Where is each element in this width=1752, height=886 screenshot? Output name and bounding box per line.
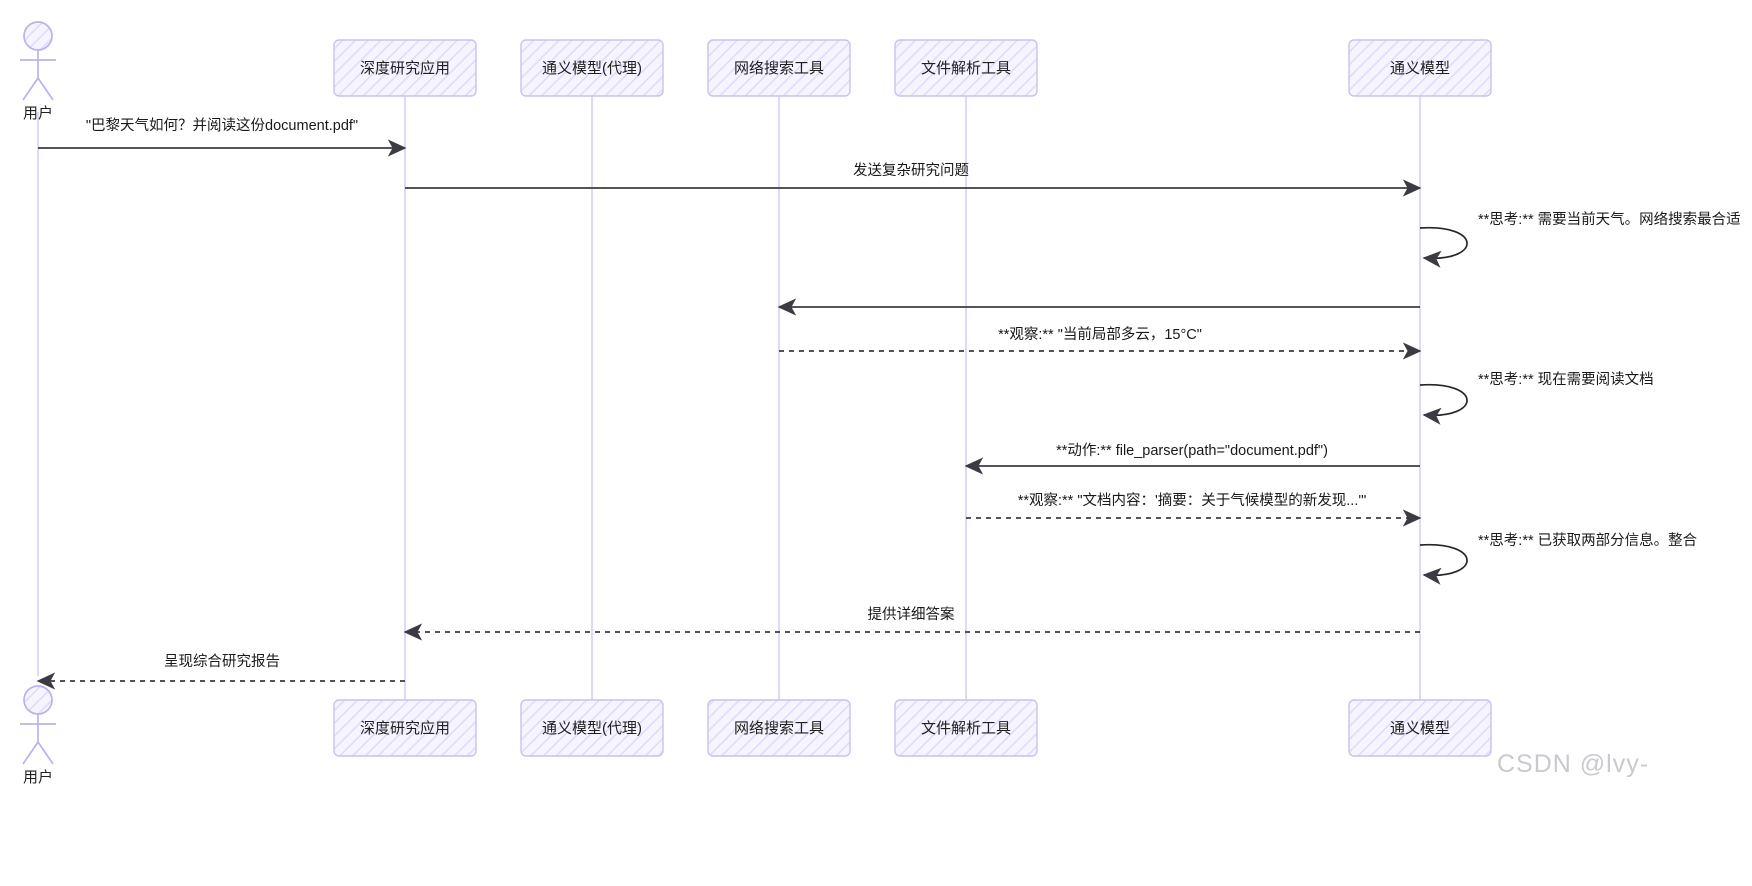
participant-label-fileparse: 文件解析工具 — [921, 720, 1011, 737]
participant-websearch[interactable]: 网络搜索工具 — [707, 39, 851, 97]
actor-user: 用户 — [20, 21, 56, 122]
participant-agent[interactable]: 通义模型(代理) — [520, 39, 664, 97]
participant-agent[interactable]: 通义模型(代理) — [520, 699, 664, 757]
message-7: **动作:** file_parser(path="document.pdf") — [964, 442, 1420, 475]
participant-model[interactable]: 通义模型 — [1348, 39, 1492, 97]
message-11: 呈现综合研究报告 — [36, 653, 405, 690]
participant-box-websearch[interactable] — [707, 699, 851, 757]
participant-box-websearch[interactable] — [707, 39, 851, 97]
participant-label-model: 通义模型 — [1390, 720, 1450, 737]
message-label-6: **思考:** 现在需要阅读文档 — [1478, 371, 1654, 388]
participant-box-fileparse[interactable] — [894, 39, 1038, 97]
participant-fileparse[interactable]: 文件解析工具 — [894, 699, 1038, 757]
participant-box-app[interactable] — [333, 699, 477, 757]
participant-label-model: 通义模型 — [1390, 60, 1450, 77]
actor-label-user: 用户 — [23, 105, 53, 122]
participant-websearch[interactable]: 网络搜索工具 — [707, 699, 851, 757]
message-2: 发送复杂研究问题 — [405, 161, 1422, 197]
participant-fileparse[interactable]: 文件解析工具 — [894, 39, 1038, 97]
participant-model[interactable]: 通义模型 — [1348, 699, 1492, 757]
message-8: **观察:** "文档内容：'摘要：关于气候模型的新发现...'" — [966, 491, 1422, 527]
participant-boxes-bottom: 用户 深度研究应用 通义模型(代理) 网络搜索工具 文件解析工具 通义模型 — [20, 685, 1492, 786]
participant-box-agent[interactable] — [520, 39, 664, 97]
actor-leg-left — [22, 741, 39, 765]
message-label-3: **思考:** 需要当前天气。网络搜索最合适 — [1478, 211, 1741, 228]
message-1: "巴黎天气如何？并阅读这份document.pdf" — [38, 117, 407, 157]
participant-label-app: 深度研究应用 — [360, 719, 450, 737]
participant-label-fileparse: 文件解析工具 — [921, 60, 1011, 77]
actor-leg-left — [22, 77, 39, 101]
message-5: **观察:** "当前局部多云，15°C" — [779, 325, 1422, 360]
participant-box-fileparse[interactable] — [894, 699, 1038, 757]
participant-label-websearch: 网络搜索工具 — [734, 720, 824, 737]
messages-group: "巴黎天气如何？并阅读这份document.pdf" 发送复杂研究问题 **思考:*… — [36, 117, 1741, 690]
message-9: **思考:** 已获取两部分信息。整合 — [1419, 532, 1698, 585]
self-loop-path — [1419, 543, 1468, 585]
participant-boxes-top: 用户 深度研究应用 通义模型(代理) 网络搜索工具 文件解析工具 通义模型 — [20, 21, 1492, 122]
message-label-10: 提供详细答案 — [868, 605, 955, 623]
actor-leg-right — [37, 77, 54, 101]
participant-label-websearch: 网络搜索工具 — [734, 60, 824, 77]
message-label-5: **观察:** "当前局部多云，15°C" — [998, 325, 1202, 343]
participant-box-agent[interactable] — [520, 699, 664, 757]
lifelines-group — [37, 96, 1421, 700]
participant-box-model[interactable] — [1348, 39, 1492, 97]
actor-head-icon — [23, 685, 53, 715]
message-label-11: 呈现综合研究报告 — [164, 653, 280, 670]
message-label-9: **思考:** 已获取两部分信息。整合 — [1478, 532, 1698, 549]
participant-box-app[interactable] — [333, 39, 477, 97]
message-10: 提供详细答案 — [403, 605, 1420, 641]
csdn-watermark: CSDN @lvy- — [1497, 750, 1649, 778]
self-loop-path — [1419, 383, 1468, 425]
actor-leg-right — [37, 741, 54, 765]
message-6: **思考:** 现在需要阅读文档 — [1419, 371, 1654, 425]
message-label-1: "巴黎天气如何？并阅读这份document.pdf" — [86, 117, 358, 134]
participant-app[interactable]: 深度研究应用 — [333, 39, 477, 97]
actor-user: 用户 — [20, 685, 56, 786]
message-label-2: 发送复杂研究问题 — [853, 161, 969, 179]
message-3: **思考:** 需要当前天气。网络搜索最合适 — [1419, 211, 1741, 268]
self-loop-path — [1419, 226, 1468, 268]
actor-label-user: 用户 — [23, 769, 53, 786]
participant-app[interactable]: 深度研究应用 — [333, 699, 477, 757]
participant-label-agent: 通义模型(代理) — [542, 720, 642, 737]
participant-label-app: 深度研究应用 — [360, 59, 450, 77]
message-label-8: **观察:** "文档内容：'摘要：关于气候模型的新发现...'" — [1018, 491, 1367, 509]
participant-label-agent: 通义模型(代理) — [542, 60, 642, 77]
actor-head-icon — [23, 21, 53, 51]
message-label-7: **动作:** file_parser(path="document.pdf") — [1056, 442, 1328, 459]
participant-box-model[interactable] — [1348, 699, 1492, 757]
